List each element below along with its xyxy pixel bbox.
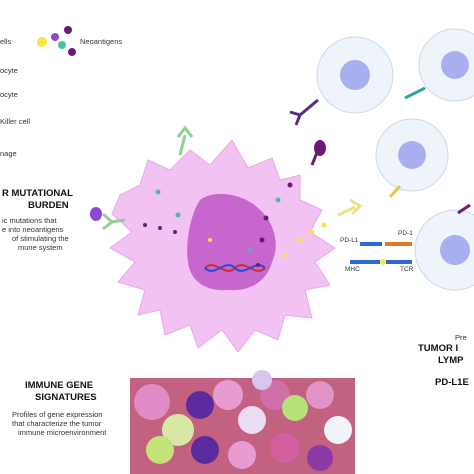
tmb-title-line2: BURDEN xyxy=(28,200,69,211)
pdl1-panel-title-line2: LYMP xyxy=(438,355,464,366)
pd1-label: PD-1 xyxy=(398,230,413,237)
immune-gene-desc-line3: immune microenvironment xyxy=(18,428,107,437)
mhc-label: MHC xyxy=(345,266,360,273)
pdl1-panel-pre: Pre xyxy=(455,333,467,342)
mhc-tcr-interaction xyxy=(350,259,412,265)
legend-item-macrophage: nage xyxy=(0,149,17,158)
tmb-desc-line4: mune system xyxy=(18,243,63,252)
pdl1-label: PD-L1 xyxy=(340,237,359,244)
tmb-title-line1: R MUTATIONAL xyxy=(2,188,73,199)
tcr-label: TCR xyxy=(400,266,414,273)
legend-item-neoantigens: Neoantigens xyxy=(80,37,123,46)
legend-item-killer-cell: Killer cell xyxy=(0,117,31,126)
immune-gene-title-line2: SIGNATURES xyxy=(35,392,97,403)
tmb-desc-line2: e into neoantigens xyxy=(2,225,64,234)
immune-gene-title-line1: IMMUNE GENE xyxy=(25,380,94,391)
lymphocyte-receptors xyxy=(289,86,471,215)
tmb-desc-line1: ic mutations that xyxy=(2,216,57,225)
legend-item-lymphocyte: ocyte xyxy=(0,66,18,75)
pdl1-panel-title-line3: PD-L1E xyxy=(435,377,469,388)
legend-icons xyxy=(37,26,76,56)
legend-item-monocyte: ocyte xyxy=(0,90,18,99)
tumor-receptors xyxy=(90,125,363,231)
neoantigen-dots xyxy=(143,182,327,267)
tmb-desc-line3: of stimulating the xyxy=(12,234,69,243)
immune-gene-desc-line2: that characterize the tumor xyxy=(12,419,102,428)
pdl1-panel-title-line1: TUMOR I xyxy=(418,343,459,354)
legend-item-cells: ells xyxy=(0,37,12,46)
immune-gene-desc-line1: Profiles of gene expression xyxy=(12,410,103,419)
lymphocyte-cells xyxy=(316,28,474,291)
immune-tissue xyxy=(130,370,355,474)
